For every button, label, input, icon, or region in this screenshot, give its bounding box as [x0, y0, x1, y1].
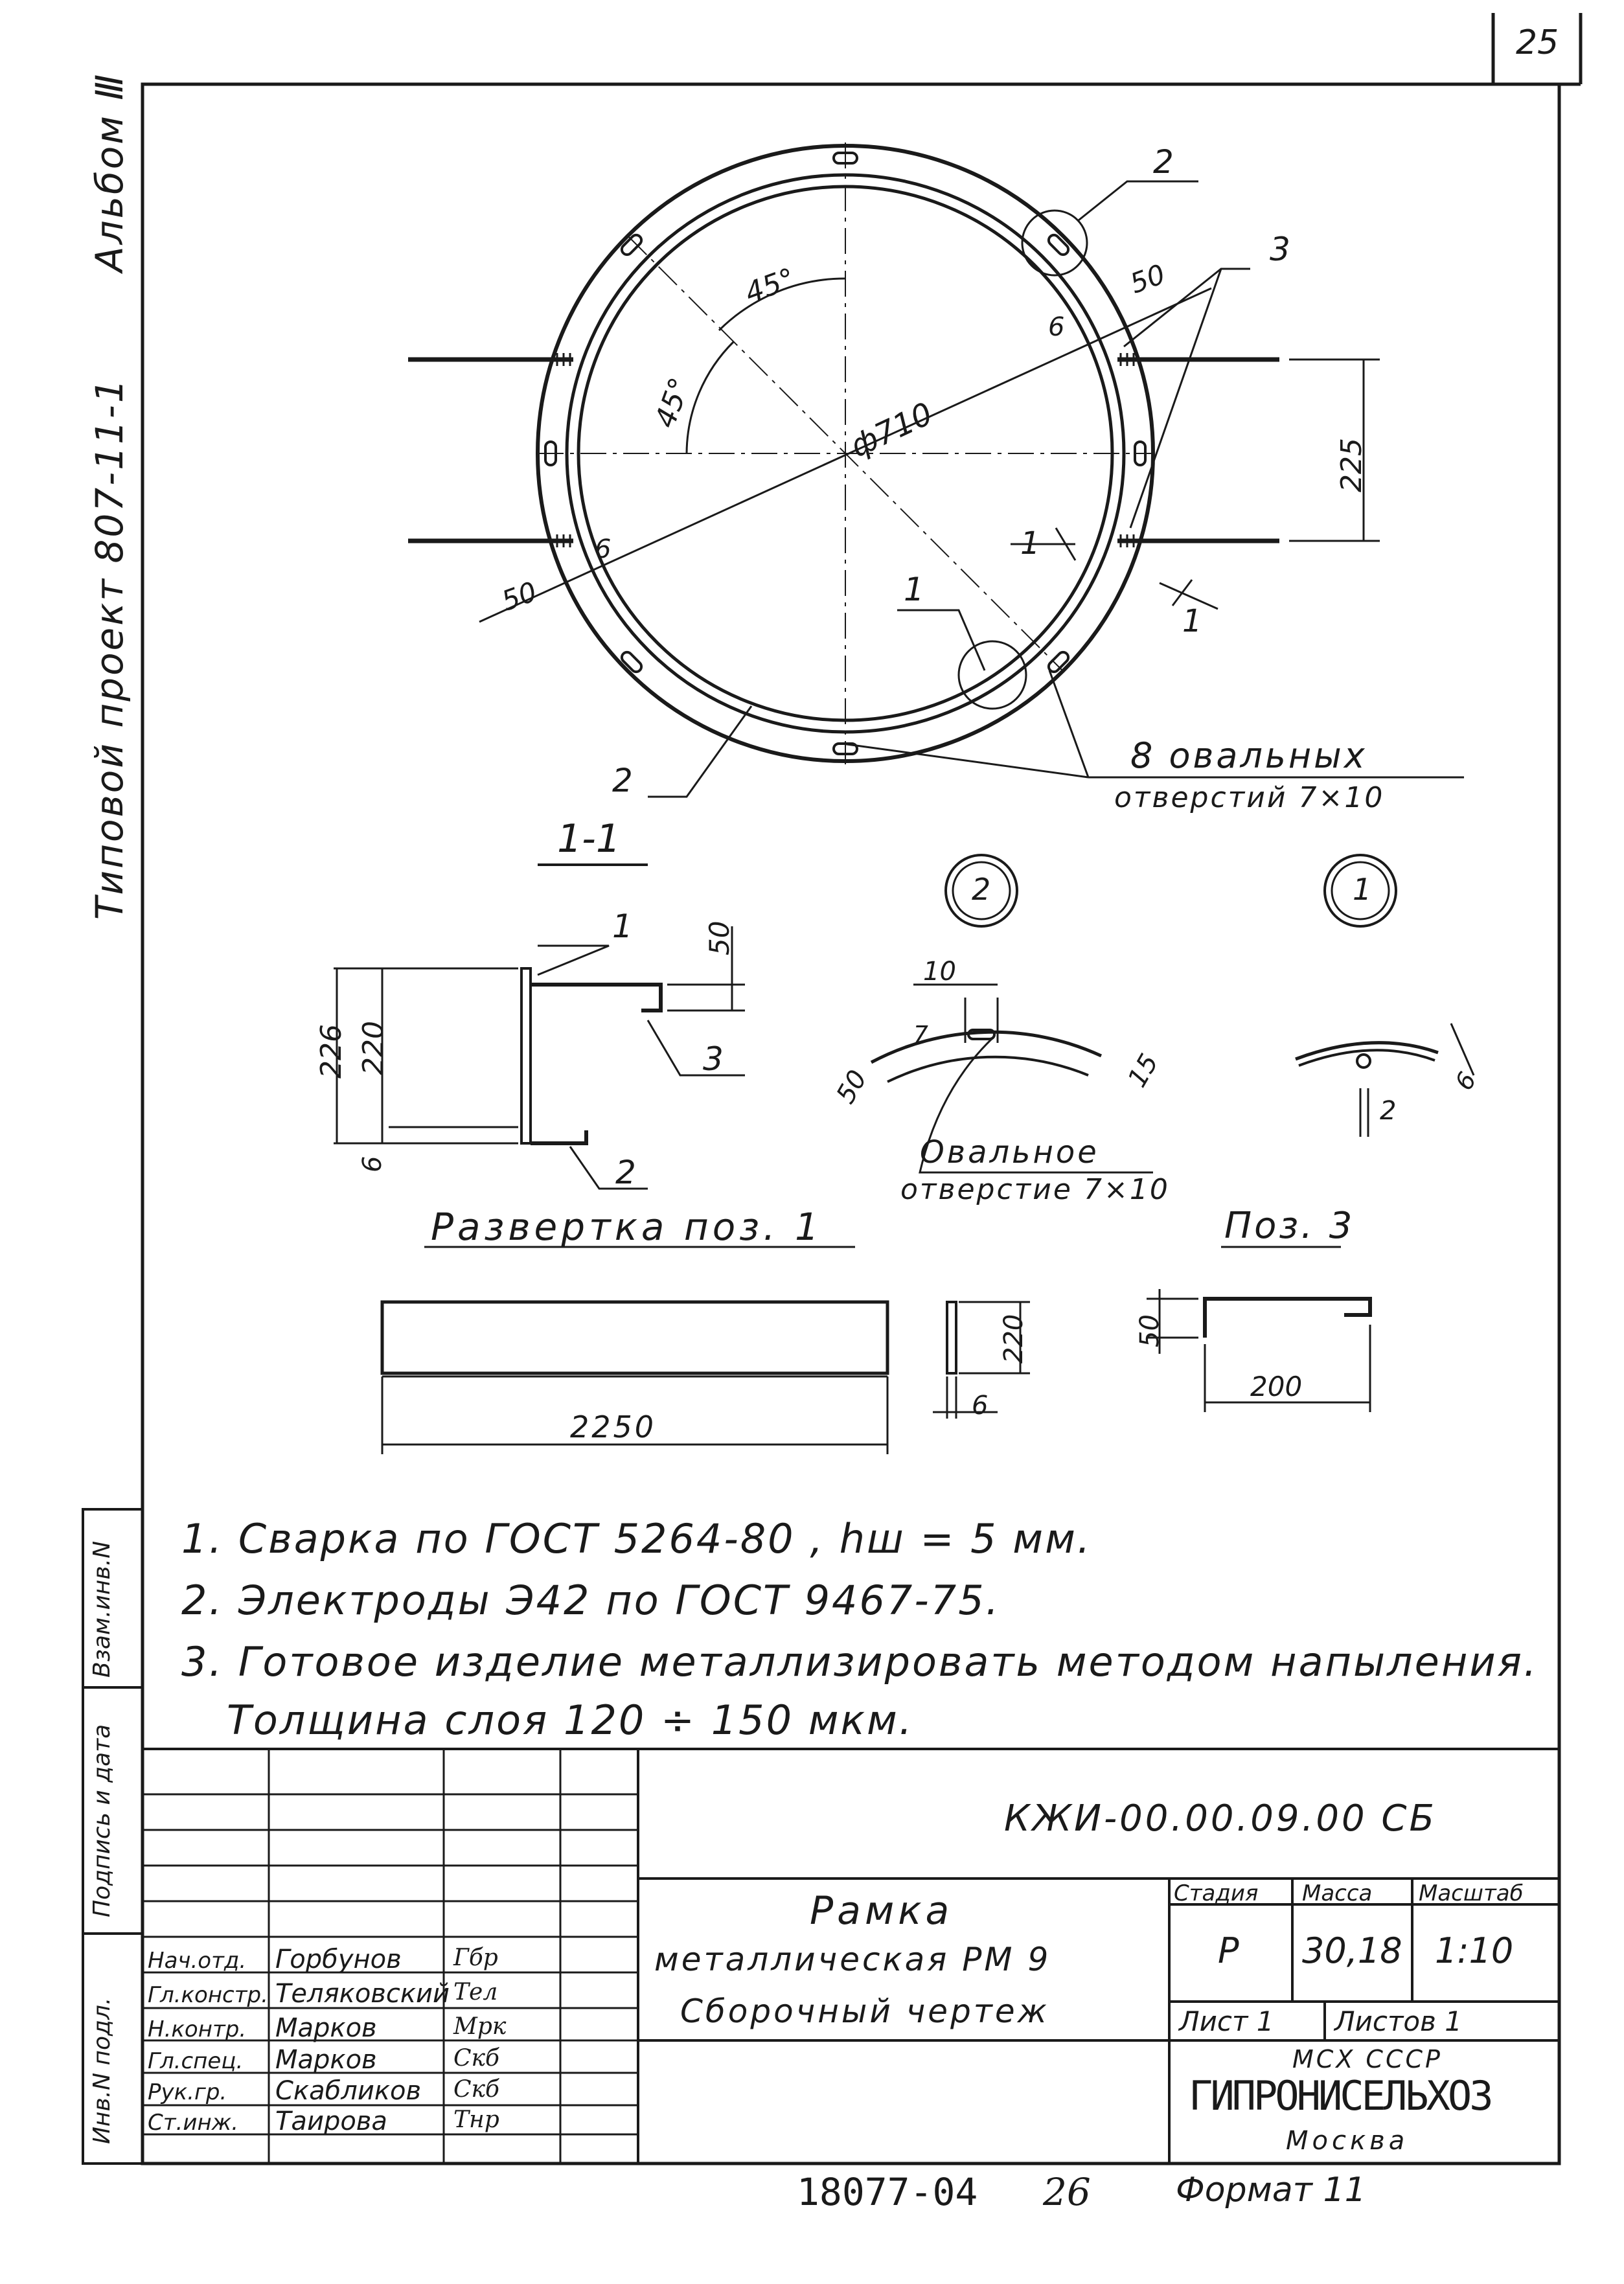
staff-name: Теляковский [275, 1979, 450, 2009]
staff-signature: Тнр [453, 2107, 499, 2133]
sheets-value: Листов 1 [1334, 2005, 1462, 2037]
staff-name: Таирова [275, 2107, 387, 2136]
staff-signature: Мрк [453, 2013, 507, 2040]
note-2: 2. Электроды Э42 по ГОСТ 9467-75. [181, 1577, 1001, 1624]
development-height: 220 [999, 1314, 1029, 1364]
org-institute: ГИПРОНИСЕЛЬХОЗ [1189, 2072, 1494, 2119]
ring-main-view [408, 143, 1464, 798]
holes-label-1: 8 овальных [1130, 735, 1367, 776]
org-ministry: МСХ СССР [1292, 2045, 1443, 2073]
development-title: Развертка поз. 1 [431, 1205, 823, 1249]
development-pos-1-view [380, 1246, 1030, 1454]
pos-3-view [1147, 1246, 1372, 1412]
pos3-dim-200: 200 [1250, 1371, 1303, 1402]
staff-role: Н.контр. [148, 2016, 247, 2042]
weld-marks [556, 353, 1135, 547]
title-block-frame [141, 1748, 1561, 2165]
note-4: Толщина слоя 120 ÷ 150 мкм. [227, 1696, 914, 1744]
detail-circle-2 [1021, 209, 1088, 277]
centre-line-diagonal [628, 236, 1063, 671]
angle-arc-45-a [685, 340, 735, 454]
staff-role: Нач.отд. [148, 1948, 247, 1974]
dim-6-left: 6 [595, 534, 612, 564]
staff-name: Марков [275, 2013, 377, 2043]
note-3: 3. Готовое изделие металлизировать метод… [181, 1638, 1538, 1685]
detail-1-dim-2: 2 [1380, 1096, 1397, 1126]
strip-inv-orig: Инв.N подл. [89, 1997, 115, 2144]
sheet-value: Лист 1 [1179, 2005, 1274, 2037]
callout-2-top: 2 [1153, 143, 1174, 181]
staff-signature: Тел [453, 1979, 498, 2005]
detail-1-mark: 1 [1353, 872, 1372, 907]
section-dim-50: 50 [703, 920, 735, 955]
scale-header: Масштаб [1419, 1880, 1524, 1906]
archive-number: 18077-04 [797, 2170, 978, 2214]
staff-role: Гл.констр. [148, 1982, 268, 2008]
development-thickness: 6 [972, 1391, 989, 1421]
drawing-name-2: металлическая РМ 9 [654, 1941, 1051, 1978]
mass-header: Масса [1302, 1880, 1373, 1906]
drawing-name-1: Рамка [810, 1888, 954, 1934]
footer-page: 26 [1043, 2170, 1091, 2214]
section-dim-226: 226 [315, 1024, 348, 1079]
section-mark-b: 1 [1182, 603, 1202, 639]
section-callout-1: 1 [612, 908, 633, 945]
dim-6-top: 6 [1048, 312, 1065, 342]
album-title: Альбом Ⅲ [87, 72, 132, 272]
strip-inv-repl: Взам.инв.N [89, 1540, 115, 1678]
page-number: 25 [1516, 23, 1559, 62]
staff-signature: Гбр [453, 1945, 498, 1971]
section-title: 1-1 [557, 816, 621, 862]
leaders [648, 180, 1464, 798]
pos3-title: Поз. 3 [1224, 1205, 1355, 1247]
staff-grid [143, 1749, 638, 2164]
doc-code: КЖИ-00.00.09.00 СБ [1004, 1798, 1437, 1840]
section-mark-a: 1 [1020, 525, 1040, 562]
stage-header: Стадия [1174, 1880, 1259, 1906]
mass-value: 30,18 [1302, 1930, 1402, 1971]
dimension-225 [1289, 358, 1380, 542]
detail-2-dim-7: 7 [913, 1022, 928, 1048]
staff-name: Скабликов [275, 2076, 422, 2106]
section-1-1-view [334, 863, 745, 1190]
detail-2-mark: 2 [972, 872, 991, 907]
staff-name: Марков [275, 2045, 377, 2075]
development-length: 2250 [570, 1410, 657, 1445]
detail-2-hole-label-1: Овальное [920, 1134, 1099, 1171]
section-callout-2: 2 [615, 1154, 636, 1191]
detail-2-view [870, 854, 1153, 1174]
detail-2-dim-10: 10 [923, 957, 956, 987]
staff-role: Гл.спец. [148, 2048, 244, 2074]
pos3-dim-50: 50 [1135, 1314, 1165, 1347]
note-1: 1. Сварка по ГОСТ 5264-80 , hш = 5 мм. [181, 1515, 1092, 1562]
callout-1-main: 1 [904, 571, 924, 608]
diameter-line [479, 287, 1212, 623]
detail-circle-1 [957, 640, 1027, 710]
project-title: Типовой проект 807-11-1 [87, 377, 132, 920]
org-city: Москва [1286, 2126, 1409, 2156]
staff-signature: Скб [453, 2076, 500, 2103]
staff-role: Рук.гр. [148, 2079, 227, 2105]
strip-sign-date: Подпись и дата [89, 1724, 115, 1917]
staff-role: Ст.инж. [148, 2110, 239, 2136]
detail-1-view [1295, 854, 1475, 1137]
angle-arc-45-b [718, 277, 846, 332]
staff-name: Горбунов [275, 1945, 402, 1974]
sheet-format: Формат 11 [1176, 2171, 1366, 2210]
drawing-name-3: Сборочный чертеж [680, 1993, 1049, 2030]
section-dim-220: 220 [357, 1021, 390, 1075]
dim-225: 225 [1335, 438, 1368, 492]
bars-pos-3 [408, 357, 1279, 543]
holes-label-2: отверстий 7×10 [1114, 781, 1385, 814]
scale-value: 1:10 [1435, 1930, 1514, 1971]
oval-holes [544, 152, 1147, 755]
callout-2-bottom: 2 [612, 762, 633, 799]
stage-value: Р [1218, 1930, 1239, 1971]
detail-2-hole-label-2: отверстие 7×10 [900, 1173, 1170, 1206]
section-callout-3: 3 [703, 1040, 724, 1078]
callout-3-top: 3 [1270, 231, 1290, 268]
staff-signature: Скб [453, 2045, 500, 2072]
section-dim-6: 6 [358, 1156, 387, 1172]
